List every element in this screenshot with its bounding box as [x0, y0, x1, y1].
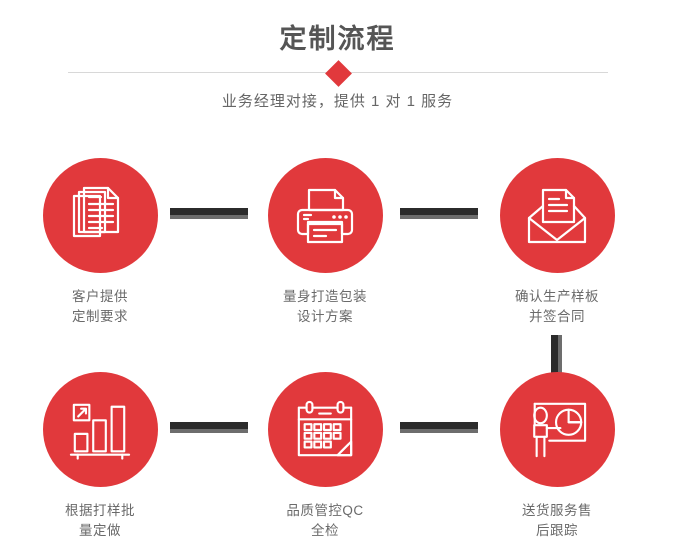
envelope-mail-icon	[525, 184, 589, 248]
documents-stack-icon	[68, 184, 132, 248]
connector-step5-step6	[400, 422, 478, 433]
page-subtitle: 业务经理对接，提供 1 对 1 服务	[221, 93, 454, 110]
process-step-5[interactable]: 品质管控QC 全检	[245, 372, 405, 541]
process-step-3[interactable]: 确认生产样板 并签合同	[477, 158, 637, 327]
connector-shadow	[170, 215, 248, 219]
printer-icon	[293, 184, 357, 248]
process-step-1[interactable]: 客户提供 定制要求	[20, 158, 180, 327]
connector-step3-step6	[551, 335, 562, 373]
connector-shadow	[558, 335, 562, 373]
step-3-icon-circle	[499, 158, 615, 273]
step-2-icon-circle	[267, 158, 383, 273]
presentation-pie-chart-icon	[526, 399, 588, 461]
page-title: 定制流程	[279, 24, 396, 54]
calendar-icon	[294, 399, 356, 461]
connector-shadow	[400, 429, 478, 433]
step-5-label: 品质管控QC 全检	[286, 503, 364, 538]
step-1-label: 客户提供 定制要求	[72, 289, 128, 324]
connector-bar	[170, 422, 248, 429]
connector-bar	[170, 208, 248, 215]
process-step-2[interactable]: 量身打造包装 设计方案	[245, 158, 405, 327]
connector-shadow	[400, 215, 478, 219]
title-divider	[68, 59, 608, 87]
process-step-6[interactable]: 送货服务售 后跟踪	[477, 372, 637, 541]
step-6-icon-circle	[499, 372, 615, 487]
connector-shadow	[170, 429, 248, 433]
step-1-icon-circle	[42, 158, 158, 273]
bar-chart-growth-icon	[69, 399, 131, 461]
red-diamond-icon	[324, 59, 352, 87]
step-4-label: 根据打样批 量定做	[65, 503, 135, 538]
process-step-4[interactable]: 根据打样批 量定做	[20, 372, 180, 541]
connector-bar	[400, 208, 478, 215]
connector-step2-step3	[400, 208, 478, 219]
connector-bar	[551, 335, 558, 373]
step-5-icon-circle	[267, 372, 383, 487]
step-2-label: 量身打造包装 设计方案	[283, 289, 367, 324]
step-4-icon-circle	[42, 372, 158, 487]
step-6-label: 送货服务售 后跟踪	[522, 503, 592, 538]
connector-step1-step2	[170, 208, 248, 219]
connector-step4-step5	[170, 422, 248, 433]
connector-bar	[400, 422, 478, 429]
step-3-label: 确认生产样板 并签合同	[515, 289, 599, 324]
